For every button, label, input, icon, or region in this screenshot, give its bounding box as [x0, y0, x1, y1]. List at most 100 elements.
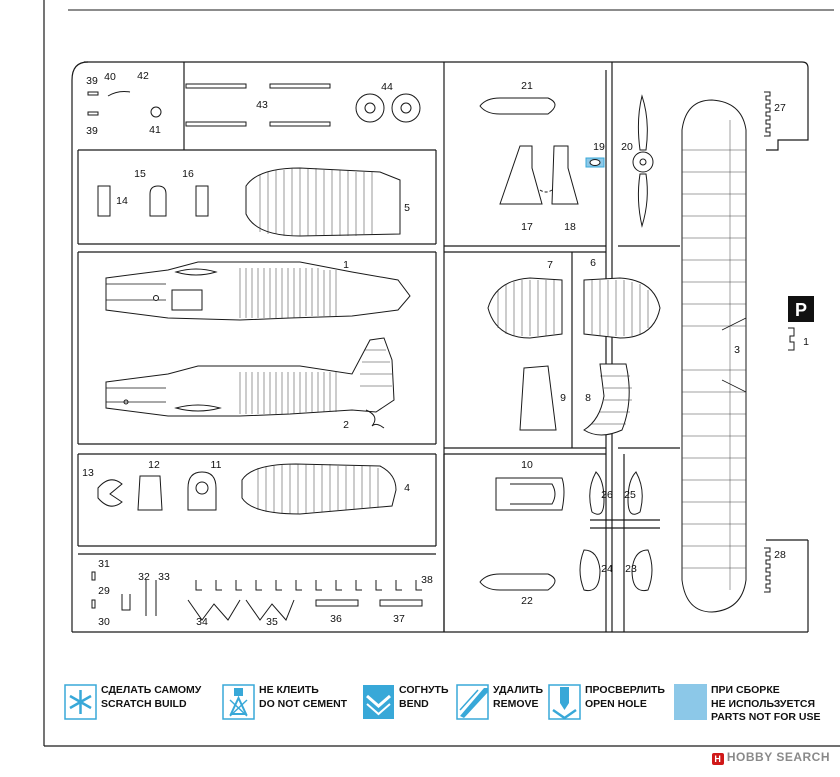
- drill-icon: [548, 684, 581, 720]
- parts-29-38: [91, 571, 423, 621]
- part-3-upper-wing: [681, 99, 747, 613]
- part-20-propeller: [632, 94, 654, 228]
- bend-en: BEND: [399, 697, 429, 710]
- parts-11-13: [97, 471, 217, 511]
- label-44: 44: [381, 81, 393, 93]
- label-8: 8: [585, 392, 591, 404]
- part-8-rudder: [583, 363, 632, 436]
- label-13: 13: [82, 467, 94, 479]
- label-3: 3: [734, 344, 740, 356]
- nocement-ru: НЕ КЛЕИТЬ: [259, 684, 319, 696]
- label-22: 22: [521, 595, 533, 607]
- label-26: 26: [601, 489, 613, 501]
- label-31: 31: [98, 558, 110, 570]
- label-20: 20: [621, 141, 633, 153]
- label-5: 5: [404, 202, 410, 214]
- label-21: 21: [521, 80, 533, 92]
- sprue-frame: [71, 61, 809, 633]
- part-6-elevator: [583, 277, 661, 339]
- label-11: 11: [211, 459, 222, 471]
- label-37: 37: [393, 613, 405, 625]
- label-16: 16: [182, 168, 194, 180]
- label-side-1: 1: [803, 336, 809, 348]
- nocement-en: DO NOT CEMENT: [259, 697, 348, 710]
- label-28: 28: [774, 549, 786, 561]
- label-33: 33: [158, 571, 170, 583]
- page-frame: [43, 0, 840, 747]
- label-10: 10: [521, 459, 533, 471]
- label-39b: 39: [86, 125, 98, 137]
- part-4-wing-panel: [241, 463, 397, 515]
- scratch-ru: СДЕЛАТЬ САМОМУ: [101, 684, 202, 696]
- label-23: 23: [625, 563, 637, 575]
- part-21-drop-tank: [479, 97, 556, 115]
- parts-14-16: [97, 185, 209, 217]
- label-12: 12: [148, 459, 160, 471]
- part-10: [495, 477, 565, 511]
- notuse-ru2: НЕ ИСПОЛЬЗУЕТСЯ: [711, 697, 815, 710]
- label-38: 38: [421, 574, 433, 586]
- label-24: 24: [601, 563, 613, 575]
- label-7: 7: [547, 259, 553, 271]
- label-19: 19: [593, 141, 605, 153]
- label-43: 43: [256, 99, 268, 111]
- drill-en: OPEN HOLE: [585, 697, 647, 710]
- part-17-18-intakes: [499, 145, 579, 205]
- watermark-text: HOBBY SEARCH: [726, 750, 830, 764]
- label-17: 17: [521, 221, 533, 233]
- label-36: 36: [330, 613, 342, 625]
- part-7-elevator: [487, 277, 563, 339]
- remove-ru: УДАЛИТЬ: [493, 684, 544, 696]
- part-5-wing-panel: [245, 167, 401, 237]
- label-2: 2: [343, 419, 349, 431]
- scratch-build-icon: [64, 684, 97, 720]
- part-19-highlight: [585, 157, 605, 168]
- not-used-swatch: [674, 684, 707, 720]
- label-35: 35: [266, 616, 278, 628]
- sprue-letter-badge: [788, 296, 814, 322]
- notuse-en: PARTS NOT FOR USE: [711, 711, 821, 723]
- part-1-fuselage-half: [105, 261, 411, 321]
- notuse-ru1: ПРИ СБОРКЕ: [711, 684, 780, 696]
- no-glue-icon: [222, 684, 255, 720]
- label-40: 40: [104, 71, 116, 83]
- label-39a: 39: [86, 75, 98, 87]
- parts-23-26-doors: [579, 471, 653, 592]
- part-27-rack: [764, 91, 771, 137]
- label-1: 1: [343, 259, 349, 271]
- parts-39-44: [87, 83, 421, 127]
- label-29: 29: [98, 585, 110, 597]
- watermark-logo-icon: H: [711, 753, 724, 765]
- sprue-letter: P: [795, 300, 807, 320]
- part-28-rack: [764, 547, 771, 593]
- label-32: 32: [138, 571, 150, 583]
- label-42: 42: [137, 70, 149, 82]
- part-9: [519, 365, 557, 431]
- label-15: 15: [134, 168, 146, 180]
- label-25: 25: [624, 489, 636, 501]
- label-6: 6: [590, 257, 596, 269]
- bend-ru: СОГНУТЬ: [399, 684, 449, 696]
- label-14: 14: [116, 195, 128, 207]
- label-4: 4: [404, 482, 410, 494]
- label-27: 27: [774, 102, 786, 114]
- label-9: 9: [560, 392, 566, 404]
- part-2-fuselage-half: [105, 337, 395, 429]
- side-part-1: [788, 327, 795, 351]
- label-41: 41: [149, 124, 161, 136]
- label-34: 34: [196, 616, 208, 628]
- label-18: 18: [564, 221, 576, 233]
- remove-icon: [456, 684, 489, 720]
- scratch-en: SCRATCH BUILD: [101, 697, 187, 710]
- part-labels: 39 40 42 39 41 43 44 15 16 14 5 1 2 13 1…: [82, 70, 809, 628]
- part-22-drop-tank: [479, 573, 556, 591]
- label-30: 30: [98, 616, 110, 628]
